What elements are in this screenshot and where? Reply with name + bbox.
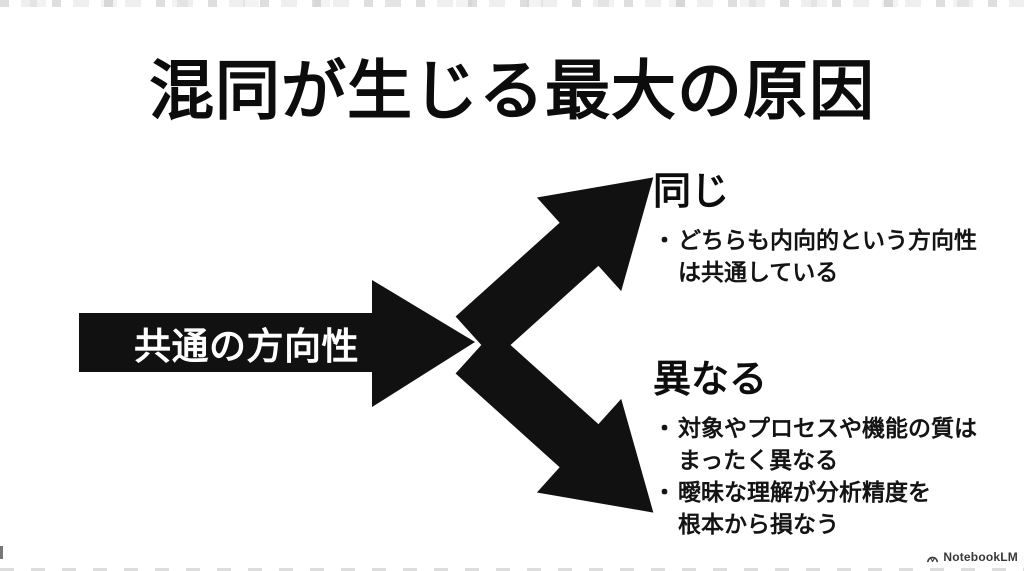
bullet-text: どちらも内向的という方向性 は共通している [678,224,1013,288]
bullet-text-line: 根本から損なう [678,511,839,537]
list-item: ・ 対象やプロセスや機能の質は まったく異なる [653,412,1013,476]
page-title: 混同が生じる最大の原因 [148,54,875,127]
bullet-marker: ・ [653,415,676,441]
bullet-text: 対象やプロセスや機能の質は まったく異なる [678,412,1013,476]
bullet-text-line: まったく異なる [678,447,839,473]
branch-different: 異なる ・ 対象やプロセスや機能の質は まったく異なる ・ 曖昧な理解が分析精度… [653,358,1013,540]
bullet-text-line: は共通している [678,259,839,285]
bullet-text-line: 曖昧な理解が分析精度を [678,479,931,505]
bullet-text-line: どちらも内向的という方向性 [678,227,977,253]
upper-branch-arrow-shape [455,177,654,360]
list-item: ・ 曖昧な理解が分析精度を 根本から損なう [653,476,1013,540]
bullet-text: 曖昧な理解が分析精度を 根本から損なう [678,476,1013,540]
notebooklm-logo-icon [927,556,939,562]
branch-same: 同じ ・ どちらも内向的という方向性 は共通している [653,170,1013,288]
footer-brand: NotebookLM [926,550,1018,564]
branch-different-heading: 異なる [653,359,768,401]
list-item: ・ どちらも内向的という方向性 は共通している [653,224,1013,288]
source-label: 共通の方向性 [134,325,359,367]
lower-branch-arrow-shape [455,330,654,513]
footer-brand-text: NotebookLM [943,550,1018,564]
main-arrow-shape [79,280,475,407]
bullet-marker: ・ [653,227,676,253]
branch-same-heading: 同じ [653,171,730,213]
bullet-marker: ・ [653,479,676,505]
bullet-text-line: 対象やプロセスや機能の質は [678,415,977,441]
